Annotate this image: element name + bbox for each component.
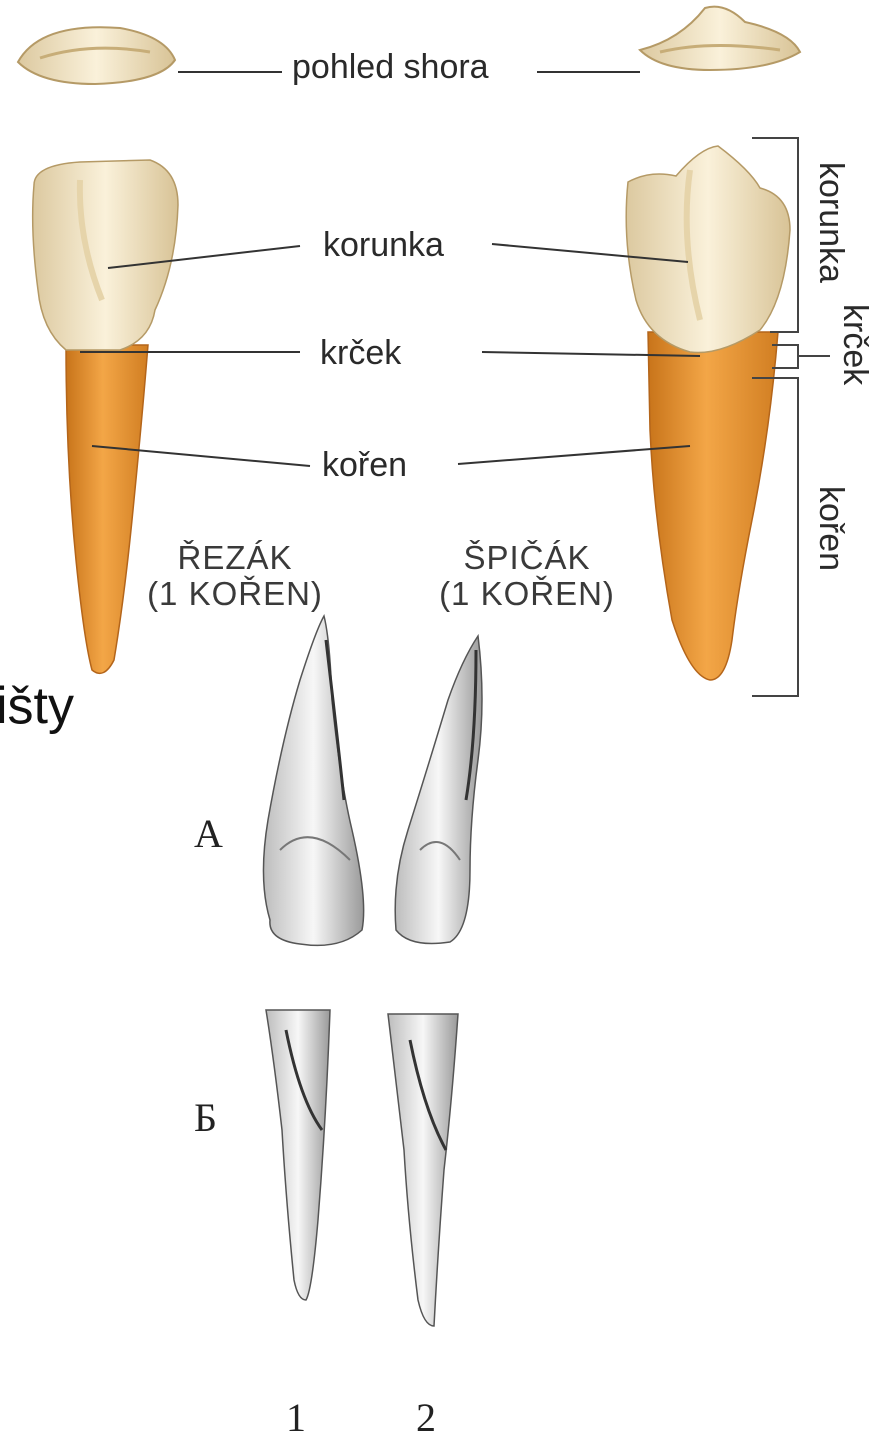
canine-caption: ŠPIČÁK (1 KOŘEN) (432, 540, 622, 624)
lower-tooth-b2 (388, 1014, 458, 1326)
incisor-caption: ŘEZÁK (1 KOŘEN) (140, 540, 330, 624)
top-view-label: pohled shora (292, 50, 489, 84)
lower-tooth-a2 (395, 636, 482, 944)
side-neck-label: krček (838, 304, 872, 385)
side-root-label: kořen (814, 486, 848, 571)
root-label: kořen (322, 448, 407, 482)
column-label-2: 2 (416, 1398, 436, 1438)
lower-tooth-a1 (263, 616, 363, 945)
partial-text: išty (0, 680, 74, 732)
row-label-b: Б (194, 1098, 217, 1138)
incisor-top-view (18, 27, 175, 84)
row-label-a: А (194, 814, 223, 854)
canine-top-view (640, 7, 800, 70)
crown-label: korunka (323, 228, 444, 262)
lower-tooth-b1 (266, 1010, 330, 1300)
side-crown-label: korunka (814, 162, 848, 283)
neck-label: krček (320, 336, 401, 370)
canine-illustration (626, 146, 790, 680)
column-label-1: 1 (286, 1398, 306, 1438)
